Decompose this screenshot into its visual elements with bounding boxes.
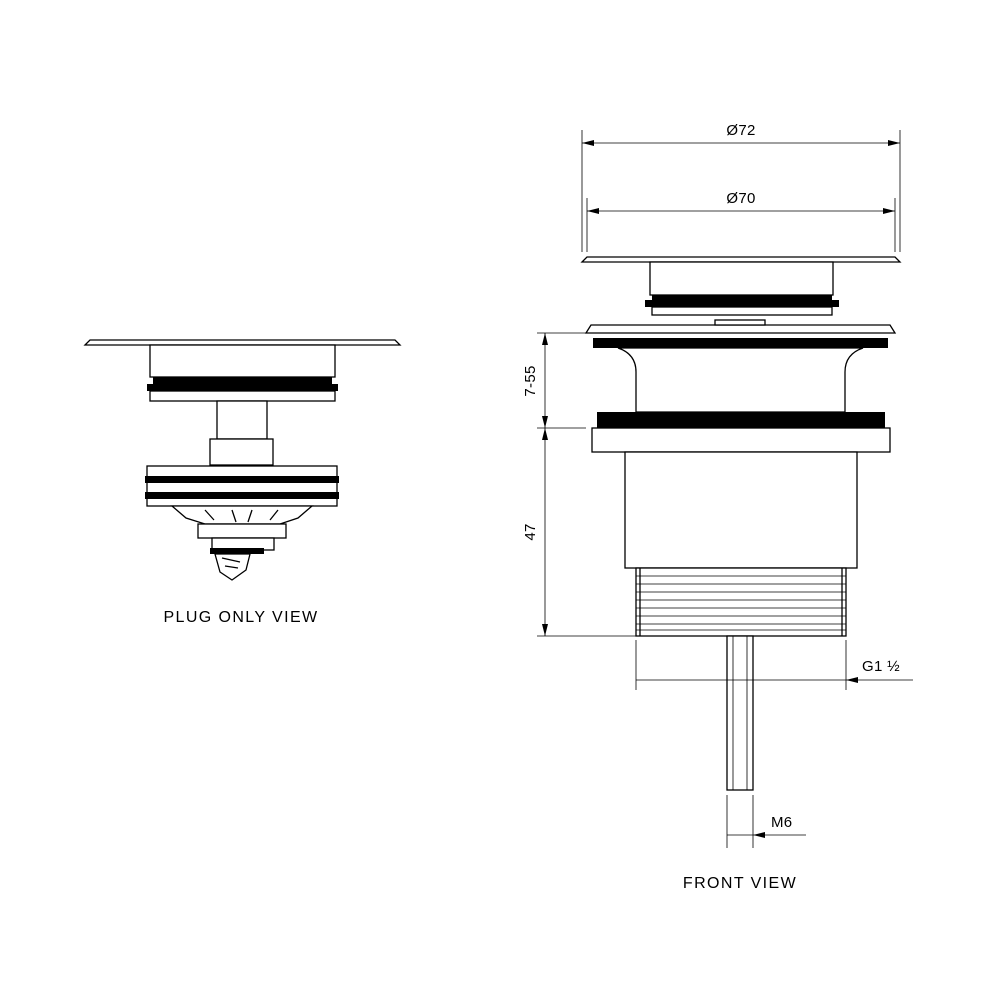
- plug-collar: [209, 438, 274, 466]
- plug-only-view: PLUG ONLY VIEW: [83, 339, 402, 626]
- dim-inner-diameter: Ø70: [586, 190, 896, 252]
- front-view: Ø72 Ø70 7-55 47: [522, 122, 913, 892]
- front-cap: [580, 256, 902, 263]
- dim-outer-diameter: Ø72: [581, 122, 901, 252]
- front-cap-seal-rim-left: [645, 300, 654, 307]
- plug-lower-hub: [197, 523, 287, 539]
- plug-cartridge: [146, 465, 338, 507]
- plug-latch-band: [210, 548, 264, 554]
- front-cap-base: [651, 306, 833, 316]
- plug-body: [149, 344, 336, 378]
- plug-base-plate: [149, 390, 336, 402]
- plug-stem: [216, 400, 268, 440]
- svg-text:47: 47: [522, 523, 539, 540]
- front-view-caption: FRONT VIEW: [683, 875, 797, 892]
- plug-seal: [153, 377, 332, 391]
- plug-cartridge-ring-bottom: [145, 492, 339, 499]
- front-rod: [726, 635, 754, 791]
- plug-claw-detail: [204, 509, 279, 523]
- front-neck: [617, 347, 864, 413]
- plug-claws: [170, 505, 314, 525]
- front-thread: [635, 567, 847, 637]
- plug-tip-detail: [221, 557, 241, 569]
- front-flange-center: [714, 319, 766, 326]
- svg-text:M6: M6: [771, 814, 792, 831]
- svg-text:G1 ½: G1 ½: [862, 658, 900, 675]
- svg-text:Ø70: Ø70: [726, 190, 755, 207]
- front-lock-ring: [597, 412, 885, 428]
- plug-cartridge-ring-top: [145, 476, 339, 483]
- svg-text:7-55: 7-55: [522, 365, 539, 396]
- svg-text:Ø72: Ø72: [726, 122, 755, 139]
- front-cap-seal-rim-right: [830, 300, 839, 307]
- front-washer: [591, 427, 891, 453]
- dim-rod-thread: M6: [726, 795, 806, 848]
- dim-thread: G1 ½: [635, 640, 913, 690]
- dim-body-height: 47: [522, 428, 636, 637]
- front-body: [624, 451, 858, 569]
- front-cap-body: [649, 261, 834, 296]
- front-cap-seal: [652, 295, 832, 307]
- front-flange: [584, 324, 897, 334]
- plug-seal-rim-left: [147, 384, 155, 391]
- front-flange-seal: [593, 338, 888, 348]
- plug-cap: [83, 339, 402, 346]
- plug-seal-rim-right: [330, 384, 338, 391]
- plug-view-caption: PLUG ONLY VIEW: [163, 609, 318, 626]
- dim-adjustable-height: 7-55: [522, 332, 586, 429]
